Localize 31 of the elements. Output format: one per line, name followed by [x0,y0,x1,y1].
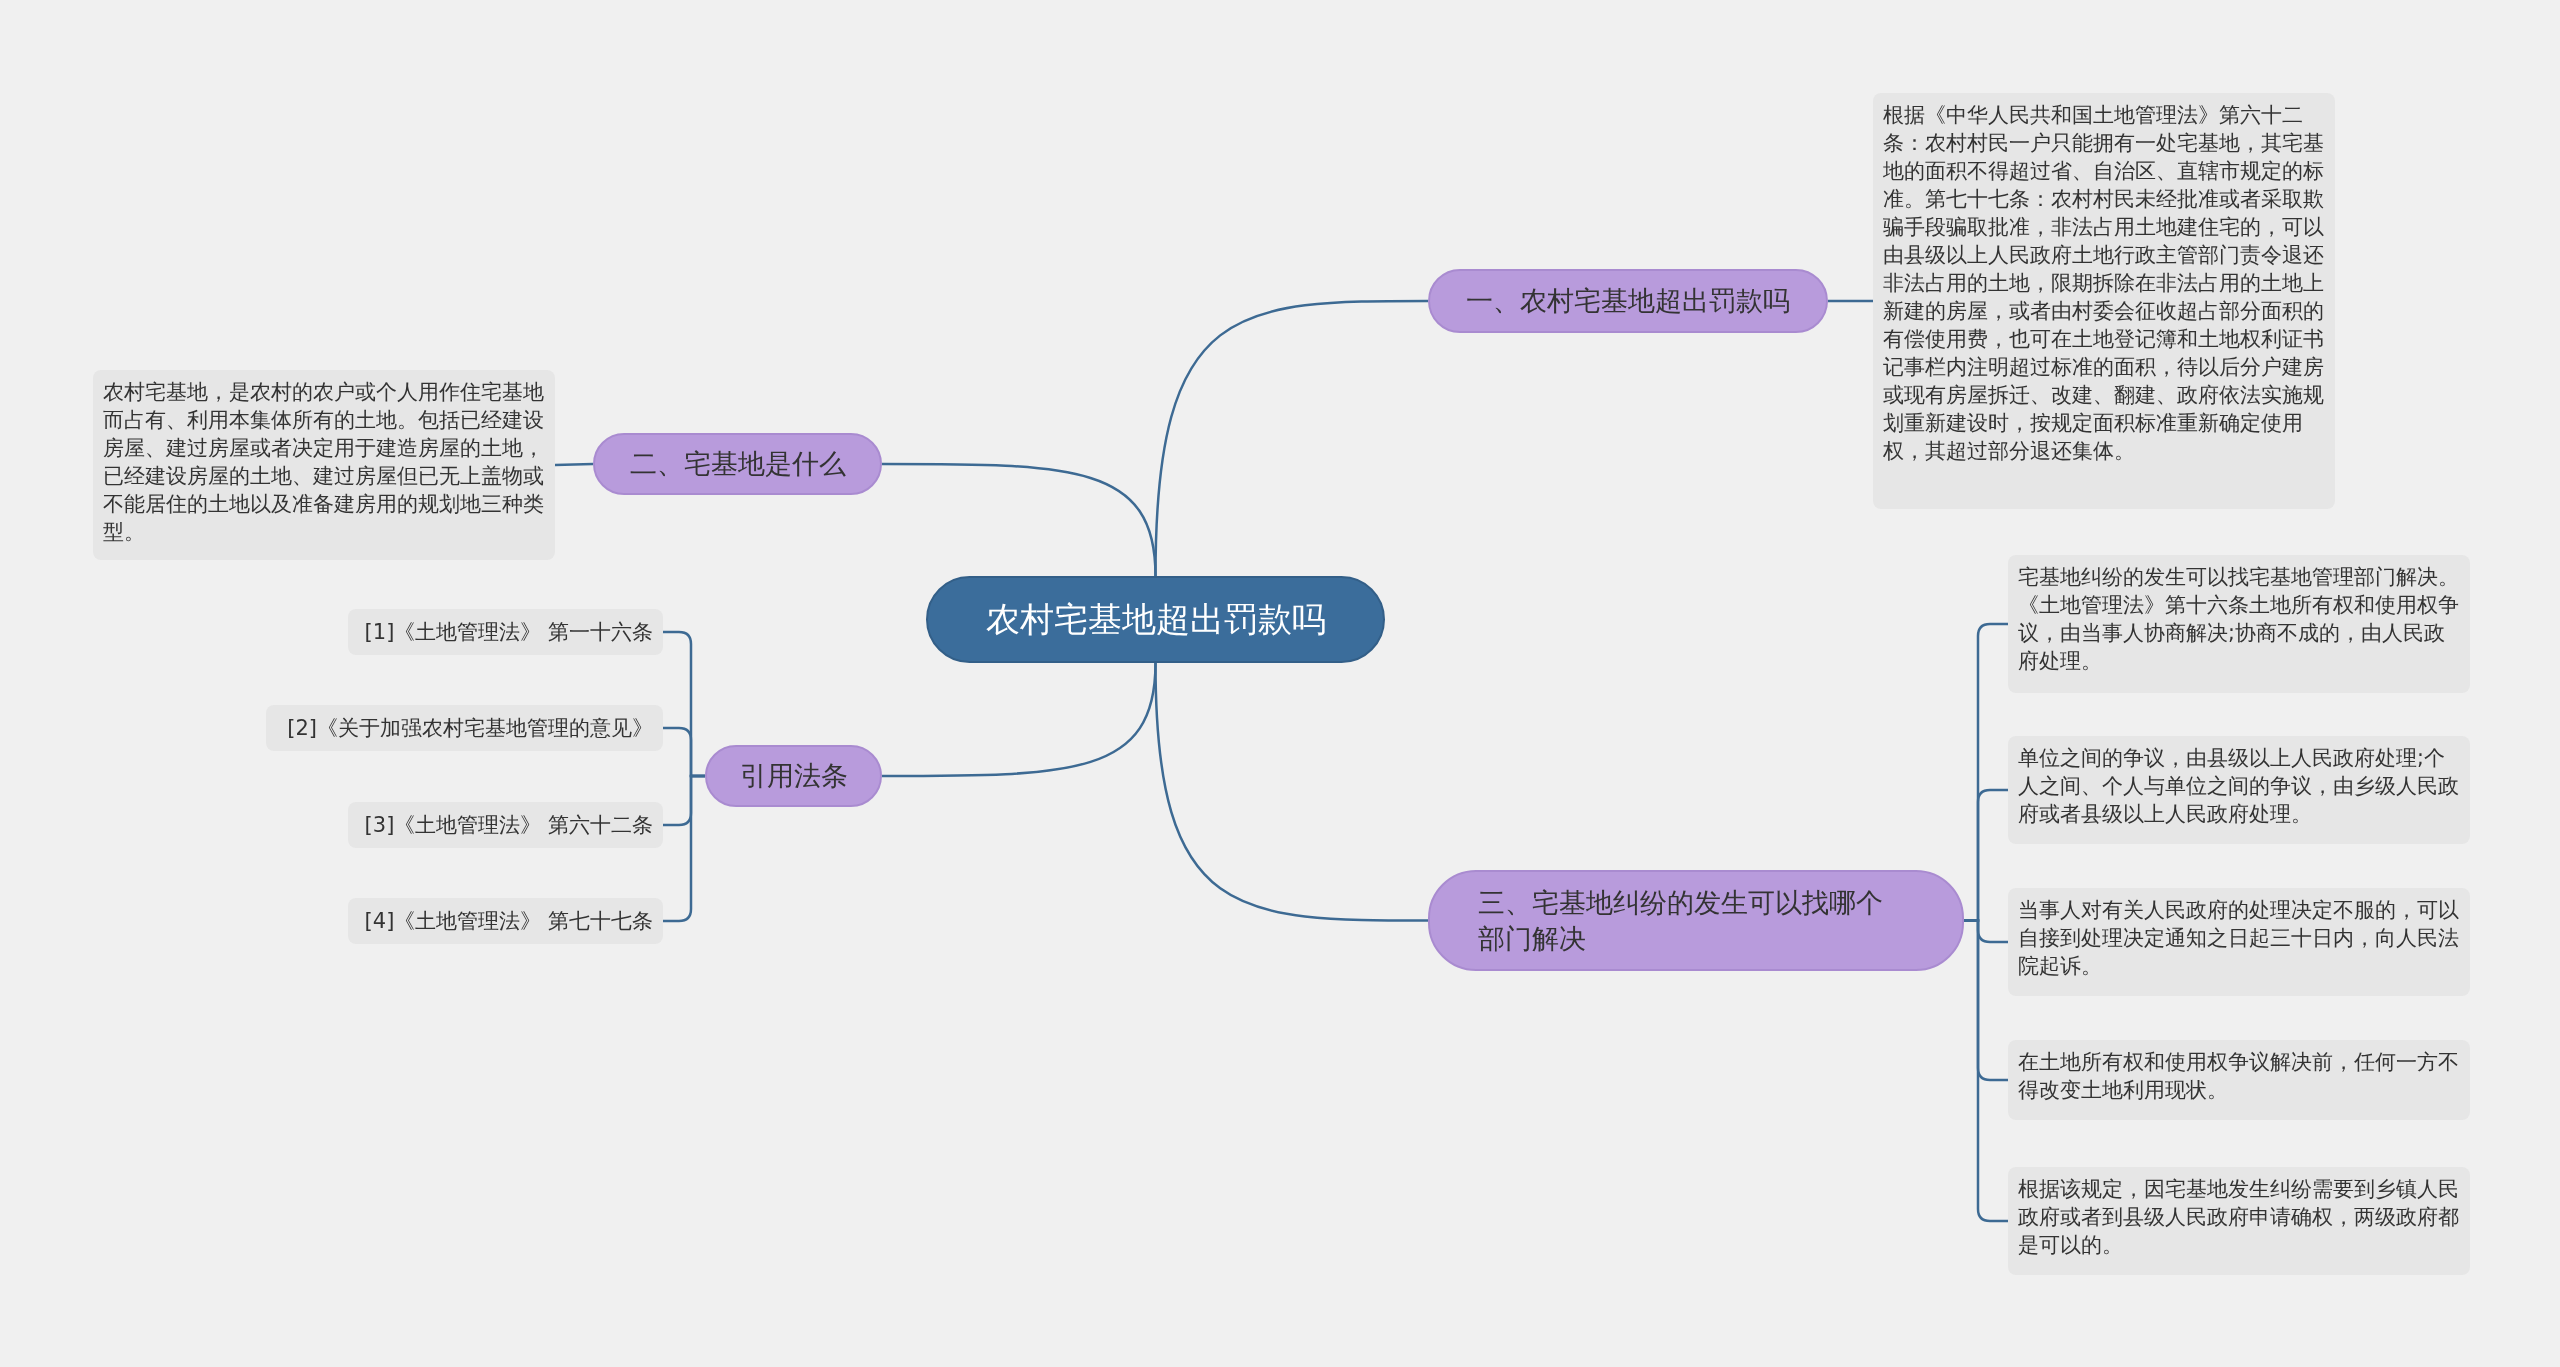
note-card [2008,888,2470,996]
note-text: 宅基地纠纷的发生可以找宅基地管理部门解决。《土地管理法》第十六条土地所有权和使用权争议，由当事人协商解决;协商不成的，由人民政府处理。 [2018,564,2460,675]
connector-line [1154,662,1428,922]
reference-text: [4]《土地管理法》 第七十七条 [364,908,653,935]
topic-label: 三、宅基地纠纷的发生可以找哪个部门解决 [1478,885,1884,956]
note-text: 根据《中华人民共和国土地管理法》第六十二条：农村村民一户只能拥有一处宅基地，其宅基地的面积不得超过省、自治区、直辖市规定的标准。第七十七条：农村村民未经批准或者采取欺骗手段骗取批准，非法占用土地建住宅的，可以由县级以上人民政府土地行政主管部门责令退还非法占用的土地，限期拆除在非法占用的土地上新建的房屋，或者由村委会征收超占部分面积的有偿使用费，也可在土地登记簿和土地权利证书记事栏内注明超过标准的面积，待以后分户建房或现有房屋拆迁、改建、翻建、政府依法实施规划重新建设时，按规定面积标准重新确定使用权，其超过部分退还集体。 [1883,102,2325,465]
reference-item [348,802,663,848]
reference-item [348,898,663,944]
note-text: 单位之间的争议，由县级以上人民政府处理;个人之间、个人与单位之间的争议，由乡级人民政府或者县级以上人民政府处理。 [2018,745,2460,828]
reference-text: [1]《土地管理法》 第一十六条 [364,619,653,646]
reference-text: [2]《关于加强农村宅基地管理的意见》 [287,715,653,742]
note-text: 当事人对有关人民政府的处理决定不服的，可以自接到处理决定通知之日起三十日内，向人民法院起诉。 [2018,897,2460,980]
reference-item [348,609,663,655]
connector-line [1828,299,1873,303]
note-card [2008,736,2470,844]
note-card [2008,555,2470,693]
note-card [1873,93,2335,509]
connector-line [882,462,1157,577]
note-card [2008,1040,2470,1120]
note-card [2008,1167,2470,1275]
topic-label: 一、农村宅基地超出罚款吗 [1466,284,1790,318]
note-card [93,370,555,560]
note-text: 在土地所有权和使用权争议解决前，任何一方不得改变土地利用现状。 [2018,1049,2460,1104]
note-text: 农村宅基地，是农村的农户或个人用作住宅基地而占有、利用本集体所有的土地。包括已经建设房屋、建过房屋或者决定用于建造房屋的土地，已经建设房屋的土地、建过房屋但已无上盖物或不能居住的土地以及准备建房用的规划地三种类型。 [103,379,545,546]
note-text: 根据该规定，因宅基地发生纠纷需要到乡镇人民政府或者到县级人民政府申请确权，两级政府都是可以的。 [2018,1176,2460,1259]
topic-label: 引用法条 [739,759,848,793]
topic-label: 二、宅基地是什么 [629,447,846,481]
reference-text: [3]《土地管理法》 第六十二条 [364,812,653,839]
connector-line [554,462,594,467]
reference-item [266,705,663,751]
topic-label: 农村宅基地超出罚款吗 [985,597,1326,641]
